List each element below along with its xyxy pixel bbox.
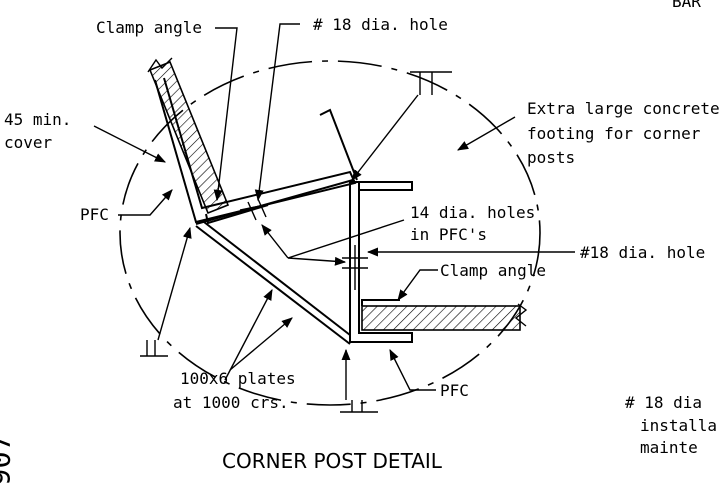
bolt-marks-left (239, 198, 271, 221)
label-min-cover-2: cover (4, 133, 53, 152)
leader-holes-14-c (287, 256, 347, 266)
section-mark-bottom (340, 400, 378, 413)
leader-clamp-top (213, 27, 238, 202)
label-clamp-angle-right: Clamp angle (440, 261, 546, 280)
pfc-left-flange (319, 108, 358, 181)
label-plates-1: 100x6 plates (180, 369, 296, 388)
label-footing-1: Extra large concrete (527, 99, 719, 118)
leader-section-top (351, 94, 419, 181)
leader-plates-b (229, 317, 293, 371)
leader-hole-18-top (254, 23, 300, 202)
label-plates-2: at 1000 crs. (173, 393, 289, 412)
label-corner-text: BAR (672, 0, 701, 11)
leader-plates (224, 289, 273, 381)
label-pfc-bottom: PFC (440, 381, 469, 400)
label-hole-18-right: #18 dia. hole (580, 243, 705, 262)
section-mark-top-right (410, 71, 452, 95)
right-wall-break (514, 303, 528, 327)
leader-min-cover (93, 125, 166, 163)
section-mark-left (140, 340, 168, 357)
label-note-1: # 18 dia (625, 393, 702, 412)
label-footing-3: posts (527, 148, 575, 167)
leader-holes-14 (287, 219, 405, 259)
leader-pfc-left (118, 189, 173, 216)
label-margin-mark: 907 (0, 434, 17, 486)
clamp-angle-right (361, 299, 400, 306)
left-wall-hatch (148, 60, 230, 215)
left-wall-break (147, 57, 173, 73)
clamp-angle-left (205, 204, 269, 225)
pfc-right-top-flange (350, 181, 413, 191)
footing-outline (119, 60, 541, 406)
label-pfc-left: PFC (80, 205, 109, 224)
label-note-3: mainte (640, 438, 698, 457)
plate-lower-2 (203, 221, 351, 336)
plate-upper (195, 179, 354, 225)
leader-footing (457, 116, 516, 151)
label-note-2: installa (640, 416, 717, 435)
label-footing-2: footing for corner (527, 124, 701, 143)
right-wall-hatch (361, 305, 521, 331)
leader-pfc-bottom (389, 348, 436, 391)
label-hole-18-top: # 18 dia. hole (313, 15, 448, 34)
label-min-cover-1: 45 min. (4, 110, 71, 129)
drawing-title: CORNER POST DETAIL (222, 449, 443, 473)
leader-section-left (157, 226, 192, 341)
leader-holes-14-b (261, 224, 289, 259)
bolt-marks-right (342, 245, 368, 290)
label-holes-14-2: in PFC's (410, 225, 487, 244)
label-holes-14-1: 14 dia. holes (410, 203, 535, 222)
label-clamp-angle-top: Clamp angle (96, 18, 202, 37)
leader-clamp-right (397, 269, 438, 301)
plate-lower (195, 225, 351, 345)
pfc-right-channel (349, 182, 413, 343)
